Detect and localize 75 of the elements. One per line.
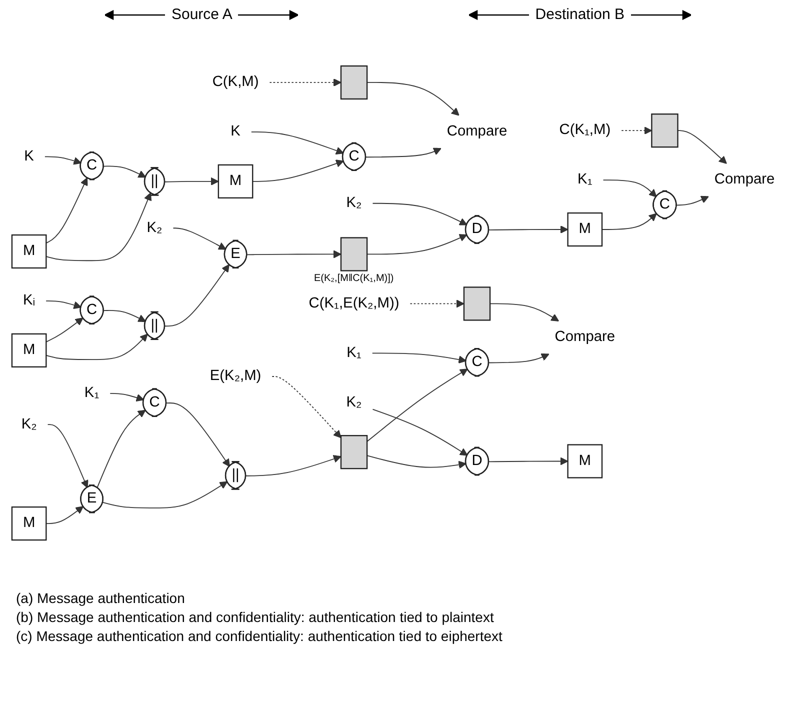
node-text: K (230, 124, 240, 140)
node-text: C(K,M) (212, 74, 259, 90)
node-text: Kᵢ (23, 292, 36, 308)
figure-caption: (a) Message authentication (16, 590, 186, 606)
node-text: Compare (714, 172, 775, 188)
arrow (44, 156, 82, 165)
node-box (340, 237, 368, 272)
arrow (46, 178, 88, 244)
arrow (366, 82, 460, 116)
arrow (252, 160, 344, 182)
arrow (46, 318, 84, 342)
node-text: K₂ (346, 195, 362, 211)
node-box (463, 286, 491, 321)
section-label: Source A (171, 6, 232, 23)
arrow (372, 408, 468, 456)
arrow (47, 424, 88, 488)
arrow (488, 457, 568, 466)
arrow (490, 303, 560, 322)
arrow (366, 234, 468, 255)
node-text: Compare (446, 124, 508, 140)
arrow (677, 130, 727, 164)
arrow (46, 334, 148, 360)
arrow (366, 455, 466, 469)
section-label: Destination B (535, 6, 625, 23)
arrow (246, 250, 342, 258)
arrow (103, 310, 146, 322)
node-text: K₁ (578, 172, 592, 188)
arrow (110, 393, 144, 402)
arrow (410, 300, 464, 308)
arrow (676, 196, 709, 206)
node-text: Compare (554, 329, 616, 345)
arrow (372, 202, 468, 226)
figure-caption: (c) Message authentication and confidentiality: authentication tied to eiphertext (16, 628, 504, 644)
node-text: K₂ (21, 416, 37, 432)
arrow (164, 177, 219, 186)
arrow (46, 506, 84, 524)
node-text: K (24, 148, 34, 164)
arrow (246, 455, 342, 476)
arrow (372, 352, 466, 364)
node-box: M (567, 444, 603, 478)
arrow (602, 213, 657, 230)
arrow (102, 481, 228, 508)
node-text: E(K₂,M) (210, 368, 262, 384)
arrow (103, 166, 146, 178)
arrow (96, 410, 146, 488)
node-box (340, 65, 368, 100)
node-text: C(K₁,E(K₂,M)) (308, 295, 400, 312)
node-box (651, 113, 678, 148)
arrow (250, 131, 344, 155)
node-text: C(K₁,M) (559, 122, 611, 138)
arrow (166, 402, 230, 467)
node-text: K₁ (84, 385, 100, 401)
node-text: K₂ (146, 220, 162, 236)
node-box: M (567, 212, 603, 247)
arrow (46, 300, 82, 309)
arrow (269, 78, 342, 86)
arrow (172, 228, 226, 250)
node-caption: E(K₂,[M‖C(K₁,M)]) (314, 272, 394, 284)
arrow (366, 368, 468, 442)
node-box (340, 435, 368, 470)
arrow (602, 180, 657, 198)
node-box: M (218, 164, 254, 198)
node-box: M (11, 234, 47, 269)
node-text: K₂ (346, 394, 362, 410)
arrow (488, 225, 568, 234)
node-text: K₁ (346, 344, 362, 360)
arrow (46, 192, 152, 262)
figure-caption: (b) Message authentication and confidentiality: authentication tied to plaintext (16, 609, 495, 625)
arrow (272, 376, 342, 438)
node-box: M (11, 333, 47, 368)
arrow (365, 148, 442, 158)
arrow (164, 264, 230, 327)
arrow (488, 353, 550, 364)
node-box: M (11, 506, 47, 541)
arrow (621, 126, 652, 135)
